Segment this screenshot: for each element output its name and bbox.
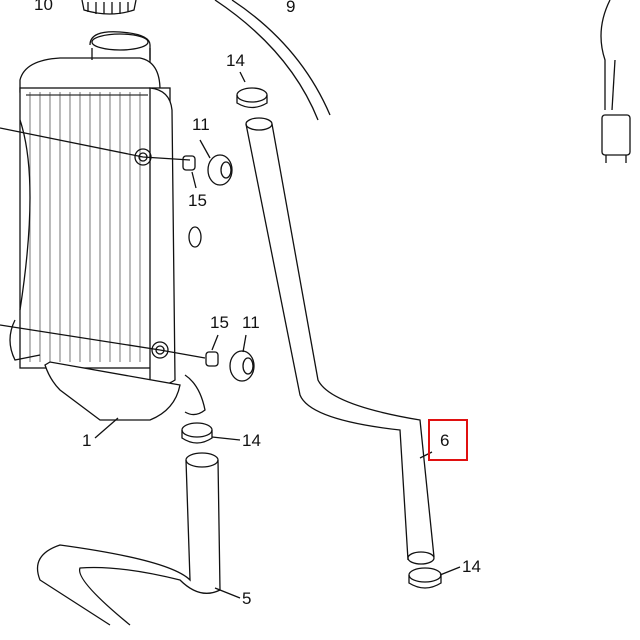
radiator-cap: [81, 0, 137, 15]
callout-9: 9: [286, 0, 296, 16]
hose-9: [214, 0, 319, 121]
clamp-14-top: [236, 87, 268, 109]
callout-6[interactable]: 6: [440, 431, 450, 450]
grommet-11-top: [207, 154, 233, 186]
callout-15: 15: [188, 191, 207, 210]
grommet-11-bottom: [229, 350, 255, 382]
hose-6: [245, 117, 435, 565]
clamp-14-mid: [181, 422, 213, 444]
callout-11: 11: [192, 115, 210, 134]
callout-11: 11: [242, 313, 260, 332]
callout-5: 5: [242, 589, 252, 608]
hose-5: [36, 452, 221, 626]
radiator: [9, 31, 206, 421]
callout-14: 14: [226, 51, 245, 70]
callout-14: 14: [242, 431, 261, 450]
callout-1: 1: [82, 431, 92, 450]
callout-10: 10: [34, 0, 53, 14]
spacer-15-top: [182, 155, 196, 171]
spacer-15-bottom: [205, 351, 219, 367]
callout-15: 15: [210, 313, 229, 332]
clamp-14-bottom: [408, 567, 442, 589]
wiring-connector: [600, 0, 631, 163]
highlight-box: [428, 419, 468, 461]
callout-14: 14: [462, 557, 481, 576]
